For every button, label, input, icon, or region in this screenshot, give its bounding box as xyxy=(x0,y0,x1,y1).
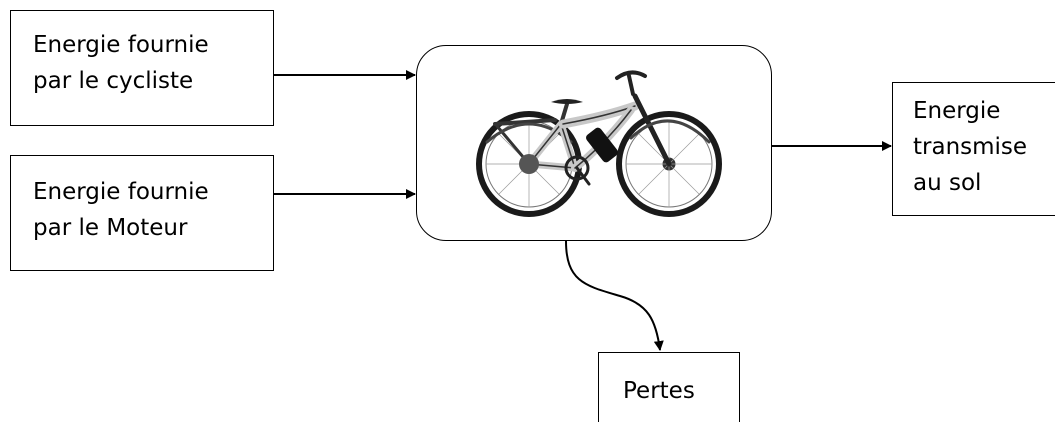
electric-bicycle-icon xyxy=(476,70,722,217)
ground-energy-label: Energie transmise au sol xyxy=(913,98,1028,196)
motor-energy-label: Energie fournie par le Moteur xyxy=(33,179,209,241)
output-box-losses: Pertes xyxy=(598,352,740,422)
losses-label: Pertes xyxy=(623,378,695,404)
input-box-cyclist-energy: Energie fournie par le cycliste xyxy=(10,10,274,126)
output-box-ground-energy: Energie transmise au sol xyxy=(892,82,1055,216)
bicycle-system-box xyxy=(416,45,772,241)
cyclist-energy-label: Energie fournie par le cycliste xyxy=(33,32,209,94)
arrow-bicycle-to-losses xyxy=(565,240,664,351)
input-box-motor-energy: Energie fournie par le Moteur xyxy=(10,155,274,271)
